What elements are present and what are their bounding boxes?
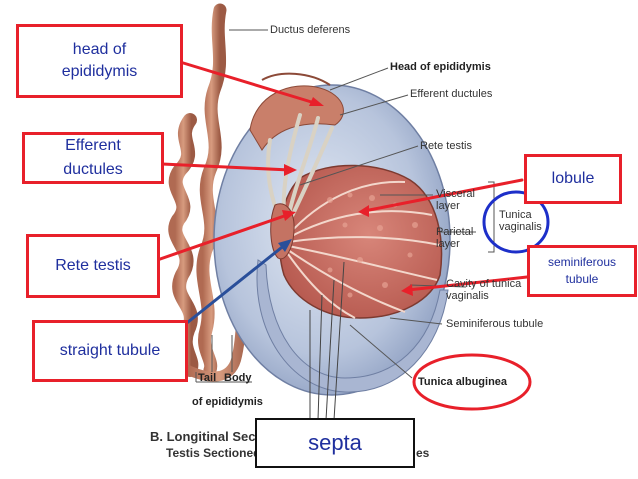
label-tunica-albuginea: Tunica albuginea [418,376,508,388]
annotation-septa: septa [255,418,415,468]
annotation-rete-testis: Rete testis [26,234,160,298]
caption-tail: es [416,446,430,460]
septa-pointers [309,261,345,421]
red-arrowheads [282,97,413,296]
label-rete-testis: Rete testis [420,140,472,152]
annotation-seminiferous-tubule: seminiferous tubule [527,245,637,297]
annotation-straight-tubule: straight tubule [32,320,188,382]
annotation-seminiferous-tubule-line1: seminiferous [547,255,617,269]
label-head-of-epididymis: Head of epididymis [390,61,491,73]
label-tail: Tail [198,372,217,384]
annotation-rete-testis-text: Rete testis [55,257,131,274]
epididymis-head-fold [261,72,331,86]
annotation-lobule: lobule [524,154,622,204]
label-efferent-ductules: Efferent ductules [410,88,493,100]
annotation-head-of-epididymis-line2: epididymis [61,63,138,80]
annotation-straight-tubule-text: straight tubule [59,342,161,359]
label-seminiferous-tubule-printed: Seminiferous tubule [446,318,544,330]
caption-line-1: B. Longitinal Section [150,429,280,444]
annotation-efferent-ductules-line1: Efferent [65,137,121,154]
epididymis-head [249,85,344,151]
annotation-head-of-epididymis: head of epididymis [16,24,183,98]
label-ductus-deferens: Ductus deferens [270,24,351,36]
tunica-vaginalis-circle [482,190,550,254]
label-body: Body [224,372,252,384]
label-parietal-layer: Parietal layer [436,226,474,250]
annotation-septa-text: septa [308,430,362,455]
tunica-albuginea-circle [412,353,532,411]
blue-arrowhead [278,239,292,252]
label-tunica-vaginalis: Tunica vaginalis [499,209,542,233]
annotation-head-of-epididymis-line1: head of [72,41,127,58]
annotation-seminiferous-tubule-line2: tubule [565,272,599,286]
label-of-epididymis: of epididymis [192,396,263,408]
label-cavity-of-tunica-vaginalis: Cavity of tunica vaginalis [446,278,522,302]
caption-line-2: Testis Sectioned [166,446,261,460]
label-visceral-layer: Visceral layer [436,188,475,212]
annotation-efferent-ductules-line2: ductules [63,161,123,178]
annotation-efferent-ductules: Efferent ductules [22,132,164,184]
annotation-lobule-text: lobule [551,170,595,187]
tunica-vaginalis-lower [256,259,449,393]
red-arrows [138,60,529,292]
ductus-deferens-tube [196,3,227,377]
